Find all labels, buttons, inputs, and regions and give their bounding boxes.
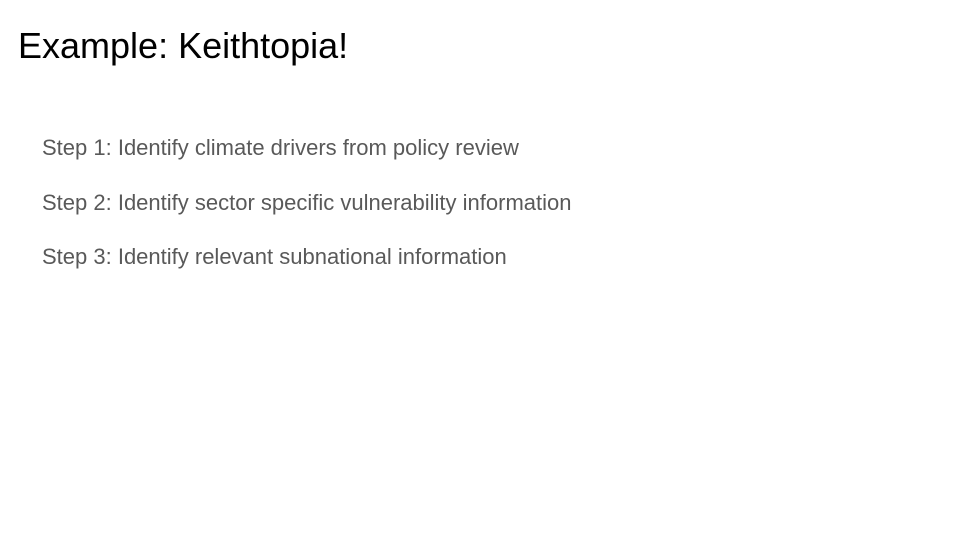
slide-title: Example: Keithtopia! <box>18 25 349 66</box>
step-item-3: Step 3: Identify relevant subnational in… <box>42 244 507 269</box>
step-list: Step 1: Identify climate drivers from po… <box>42 134 571 298</box>
step-item-1: Step 1: Identify climate drivers from po… <box>42 135 519 160</box>
step-item-2: Step 2: Identify sector specific vulnera… <box>42 189 572 215</box>
